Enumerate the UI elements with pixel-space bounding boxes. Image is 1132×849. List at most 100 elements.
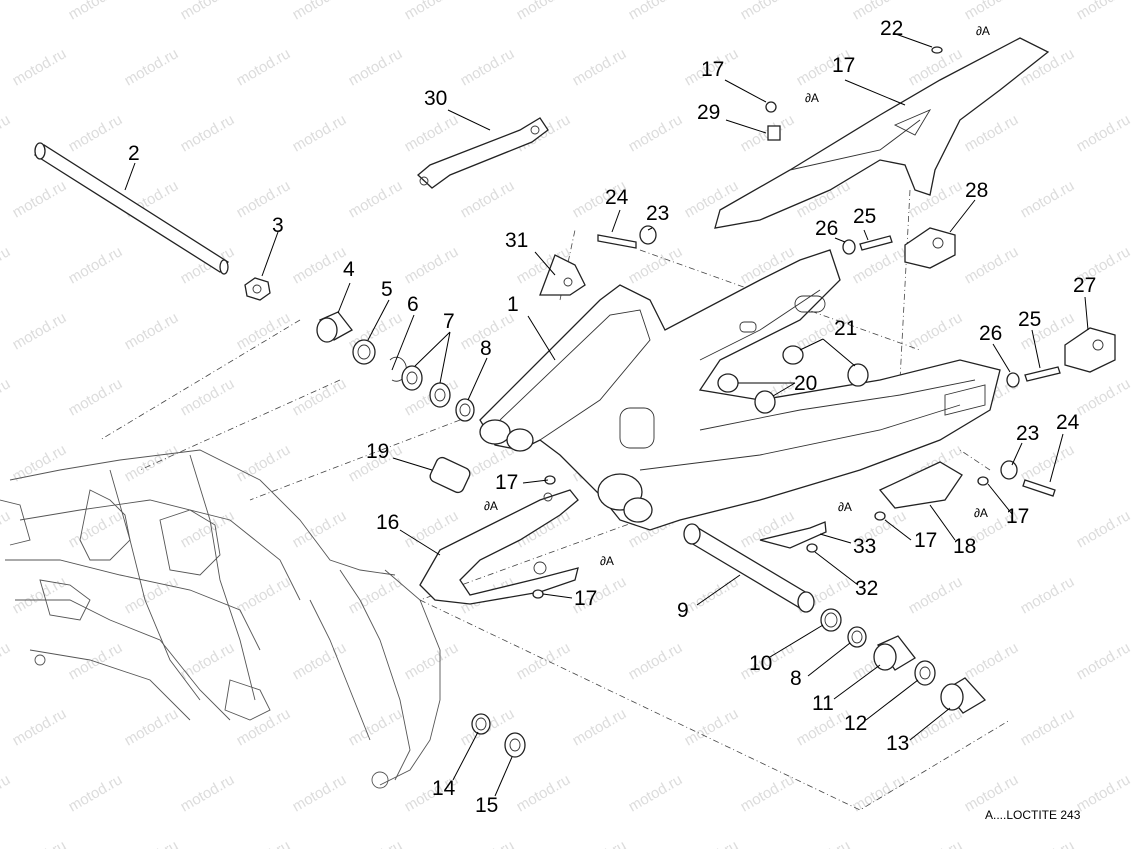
watermark-text: motod.ru <box>1018 705 1078 749</box>
watermark-text: motod.ru <box>0 111 13 155</box>
callout-number: 23 <box>1016 422 1039 445</box>
watermark-text: motod.ru <box>738 771 798 815</box>
watermark-text: motod.ru <box>626 243 686 287</box>
watermark-text: motod.ru <box>0 771 13 815</box>
callout-number: 32 <box>855 577 878 600</box>
watermark-text: motod.ru <box>10 177 70 221</box>
watermark-text: motod.ru <box>402 111 462 155</box>
watermark-text: motod.ru <box>290 243 350 287</box>
screws-17 <box>532 475 989 599</box>
bracket-31 <box>539 254 586 296</box>
watermark-text: motod.ru <box>0 639 13 683</box>
callout-number: 15 <box>475 794 498 817</box>
watermark-text: motod.ru <box>682 837 742 849</box>
loctite-marker: ∂A <box>976 24 990 38</box>
watermark-text: motod.ru <box>66 639 126 683</box>
callout-number: 1 <box>507 293 519 316</box>
watermark-text: motod.ru <box>346 705 406 749</box>
callout-number: 25 <box>1018 308 1041 331</box>
watermark-text: motod.ru <box>290 771 350 815</box>
watermark-text: motod.ru <box>906 837 966 849</box>
watermark-text: motod.ru <box>66 0 126 23</box>
callout-number: 24 <box>605 186 629 209</box>
bracket-30 <box>417 117 549 189</box>
watermark-text: motod.ru <box>906 573 966 617</box>
watermark-text: motod.ru <box>514 639 574 683</box>
callout-number: 16 <box>376 511 399 534</box>
clip-29 <box>767 125 781 141</box>
callout-number: 28 <box>965 179 988 202</box>
callout-number: 13 <box>886 732 909 755</box>
watermark-text: motod.ru <box>290 0 350 23</box>
callout-number: 8 <box>790 667 802 690</box>
watermark-text: motod.ru <box>122 309 182 353</box>
callout-number: 14 <box>432 777 456 800</box>
nut-3 <box>244 277 271 301</box>
bushings-20-21 <box>717 345 869 414</box>
watermark-text: motod.ru <box>850 243 910 287</box>
watermark-text: motod.ru <box>122 441 182 485</box>
watermark-text: motod.ru <box>66 507 126 551</box>
callout-number: 30 <box>424 87 447 110</box>
watermark-text: motod.ru <box>234 837 294 849</box>
watermark-text: motod.ru <box>122 573 182 617</box>
watermark-text: motod.ru <box>402 243 462 287</box>
watermark-text: motod.ru <box>10 573 70 617</box>
callout-number: 17 <box>914 529 937 552</box>
watermark-text: motod.ru <box>0 243 13 287</box>
watermark-text: motod.ru <box>66 375 126 419</box>
callout-number: 5 <box>381 278 393 301</box>
watermark-text: motod.ru <box>234 705 294 749</box>
watermark-text: motod.ru <box>570 45 630 89</box>
bearing-set-right <box>820 608 987 714</box>
watermark-text: motod.ru <box>178 639 238 683</box>
rubber-19 <box>429 456 471 494</box>
callout-number: 2 <box>128 142 140 165</box>
watermark-text: motod.ru <box>10 45 70 89</box>
callout-number: 17 <box>832 54 855 77</box>
fasteners-upper <box>597 225 1061 497</box>
bearing-set-left <box>316 311 475 422</box>
watermark-text: motod.ru <box>962 243 1022 287</box>
watermark-text: motod.ru <box>178 111 238 155</box>
watermark-text: motod.ru <box>290 639 350 683</box>
loctite-marker: ∂A <box>600 554 614 568</box>
watermark-text: motod.ru <box>1074 507 1132 551</box>
watermark-text: motod.ru <box>514 0 574 23</box>
callout-number: 29 <box>697 101 720 124</box>
watermark-text: motod.ru <box>290 111 350 155</box>
watermark-text: motod.ru <box>122 837 182 849</box>
loctite-marker: ∂A <box>838 500 852 514</box>
watermark-text: motod.ru <box>458 45 518 89</box>
callout-number: 7 <box>443 310 455 333</box>
watermark-text: motod.ru <box>10 837 70 849</box>
callout-number: 33 <box>853 535 876 558</box>
frame-drawing <box>0 449 441 789</box>
watermark-text: motod.ru <box>234 441 294 485</box>
watermark-text: motod.ru <box>1074 639 1132 683</box>
swingarm <box>479 249 1001 531</box>
watermark-text: motod.ru <box>570 837 630 849</box>
callout-number: 25 <box>853 205 876 228</box>
watermark-text: motod.ru <box>1018 573 1078 617</box>
legend-text: A....LOCTITE 243 <box>985 808 1081 822</box>
watermark-text: motod.ru <box>346 177 406 221</box>
callout-number: 26 <box>979 322 1002 345</box>
chain-guard-16 <box>419 489 579 605</box>
leader-lines <box>124 32 1089 797</box>
watermark-text: motod.ru <box>458 177 518 221</box>
callout-number: 22 <box>880 17 903 40</box>
callout-number: 19 <box>366 440 389 463</box>
watermark-text: motod.ru <box>626 111 686 155</box>
watermark-text: motod.ru <box>10 441 70 485</box>
callout-number: 3 <box>272 214 284 237</box>
shaft-9 <box>683 523 815 613</box>
cover-18 <box>878 461 963 509</box>
watermark-text: motod.ru <box>66 243 126 287</box>
callout-number: 23 <box>646 202 669 225</box>
watermark-text: motod.ru <box>458 837 518 849</box>
plate-28 <box>904 227 956 269</box>
plate-27 <box>1064 327 1116 373</box>
watermark-text: motod.ru <box>962 111 1022 155</box>
watermark-text: motod.ru <box>682 705 742 749</box>
